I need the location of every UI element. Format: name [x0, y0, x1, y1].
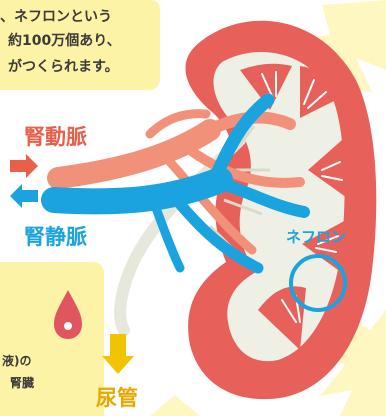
- top-note-line-3: がつくられます。: [8, 56, 119, 76]
- renal-artery-label: 腎動脈: [24, 121, 87, 151]
- top-note-line-1: 、ネフロンという: [0, 6, 112, 26]
- vein-arrow-icon: [10, 184, 38, 208]
- bottom-note-bubble: [0, 262, 104, 416]
- nephron-label: ネフロン: [286, 226, 346, 247]
- ureter-label: 尿管: [96, 382, 138, 412]
- bottom-note-line-1: 液)の: [2, 352, 32, 369]
- top-note-line-2: 約100万個あり、: [8, 30, 121, 50]
- blood-drop-highlight: [64, 322, 72, 330]
- ureter-arrow-icon: [102, 334, 134, 374]
- renal-vein-label: 腎静脈: [24, 221, 87, 251]
- star-burst-bottom: [150, 395, 200, 416]
- artery-arrow-icon: [10, 154, 38, 178]
- bottom-note-line-2: 腎臓: [10, 374, 34, 391]
